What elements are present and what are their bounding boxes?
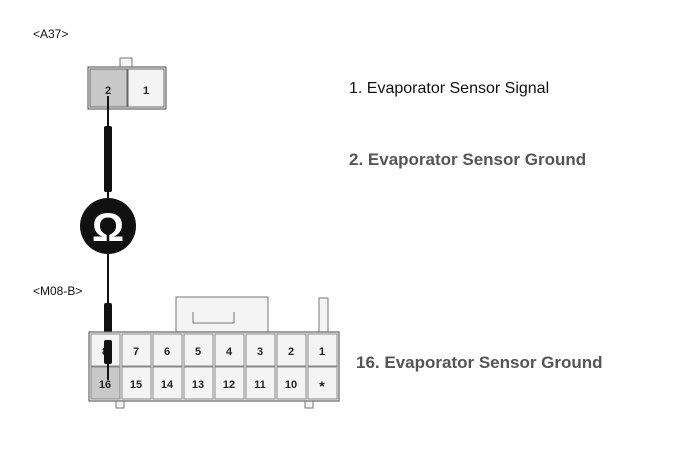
connector-b-tag: <M08-B> [33, 284, 83, 298]
connector-b-pin-blank [307, 366, 338, 400]
pin-label-15: 15 [130, 379, 142, 391]
connector-b-post [318, 297, 329, 335]
legend-item-signal: 1. Evaporator Sensor Signal [349, 80, 550, 97]
legend-item-ground-b: 16. Evaporator Sensor Ground [356, 353, 603, 372]
connector-b-pin-6 [152, 333, 183, 367]
connector-a-pin-1-label: 1 [143, 85, 149, 97]
connector-b-pin-3 [245, 333, 276, 367]
connector-b-pin-14 [152, 366, 183, 400]
connector-b-pin-5 [183, 333, 214, 367]
pin-label-16: 16 [99, 379, 111, 391]
connector-b-pin-1 [307, 333, 338, 367]
pin-label-1: 1 [319, 346, 325, 358]
legend-item-ground-a: 2. Evaporator Sensor Ground [349, 150, 587, 169]
connector-b-pin-16 [90, 366, 121, 400]
connector-b-pin-11 [245, 366, 276, 400]
pin-label-3: 3 [257, 346, 263, 358]
pin-label-2: 2 [288, 346, 294, 358]
probe-wire-upper [104, 96, 112, 202]
pin-label-6: 6 [164, 346, 170, 358]
connector-b: 8 7 6 5 4 3 2 1 16 15 14 13 12 11 10 * [88, 296, 340, 409]
pin-label-7: 7 [133, 346, 139, 358]
connector-b-pin-7 [121, 333, 152, 367]
pin-label-4: 4 [226, 346, 233, 358]
ohmmeter-body [80, 198, 136, 254]
pin-label-5: 5 [195, 346, 201, 358]
connector-a: 2 1 [87, 57, 167, 110]
connector-b-lock-notch [192, 312, 235, 324]
connector-b-pin-2 [276, 333, 307, 367]
probe-tip-b [104, 340, 112, 364]
pin-label-10: 10 [285, 379, 297, 391]
connector-b-pin-10 [276, 366, 307, 400]
connector-a-pin-2-label: 2 [105, 85, 111, 97]
connector-a-tag: <A37> [33, 27, 69, 41]
ohm-symbol: Ω [92, 206, 124, 250]
pin-label-14: 14 [161, 379, 174, 391]
connector-b-pin-15 [121, 366, 152, 400]
connector-b-pin-12 [214, 366, 245, 400]
pin-label-blank: * [319, 378, 325, 394]
probe-lead-a [104, 126, 112, 192]
ohmmeter: Ω [80, 198, 136, 254]
pin-label-13: 13 [192, 379, 204, 391]
pin-label-11: 11 [254, 379, 266, 391]
connector-b-pin-4 [214, 333, 245, 367]
connector-b-lock-tab [175, 296, 269, 334]
connector-b-pin-13 [183, 366, 214, 400]
pin-label-12: 12 [223, 379, 235, 391]
connector-a-pin-1 [127, 68, 165, 108]
